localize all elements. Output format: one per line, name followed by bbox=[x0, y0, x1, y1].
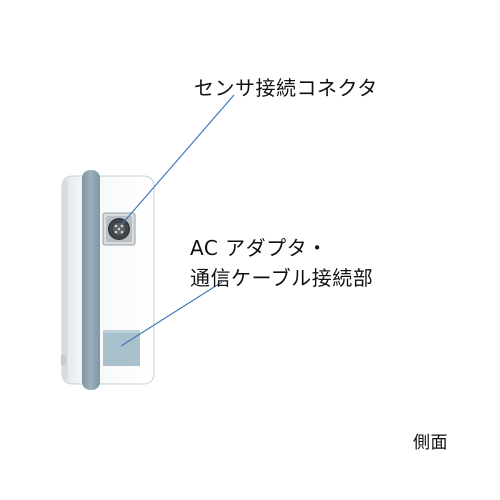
ac-adapter-port-cover bbox=[103, 330, 140, 366]
leader-line-sensor bbox=[121, 94, 235, 225]
ac-adapter-label-line1: AC アダプタ・ bbox=[190, 236, 328, 260]
view-name-label: 側面 bbox=[413, 433, 448, 453]
sensor-connector-icon bbox=[102, 212, 136, 246]
leader-line-ac-adapter bbox=[120, 281, 223, 347]
sensor-connector-label: センサ接続コネクタ bbox=[194, 76, 378, 100]
ac-adapter-label-line2: 通信ケーブル接続部 bbox=[190, 266, 374, 290]
side-band bbox=[82, 170, 100, 390]
